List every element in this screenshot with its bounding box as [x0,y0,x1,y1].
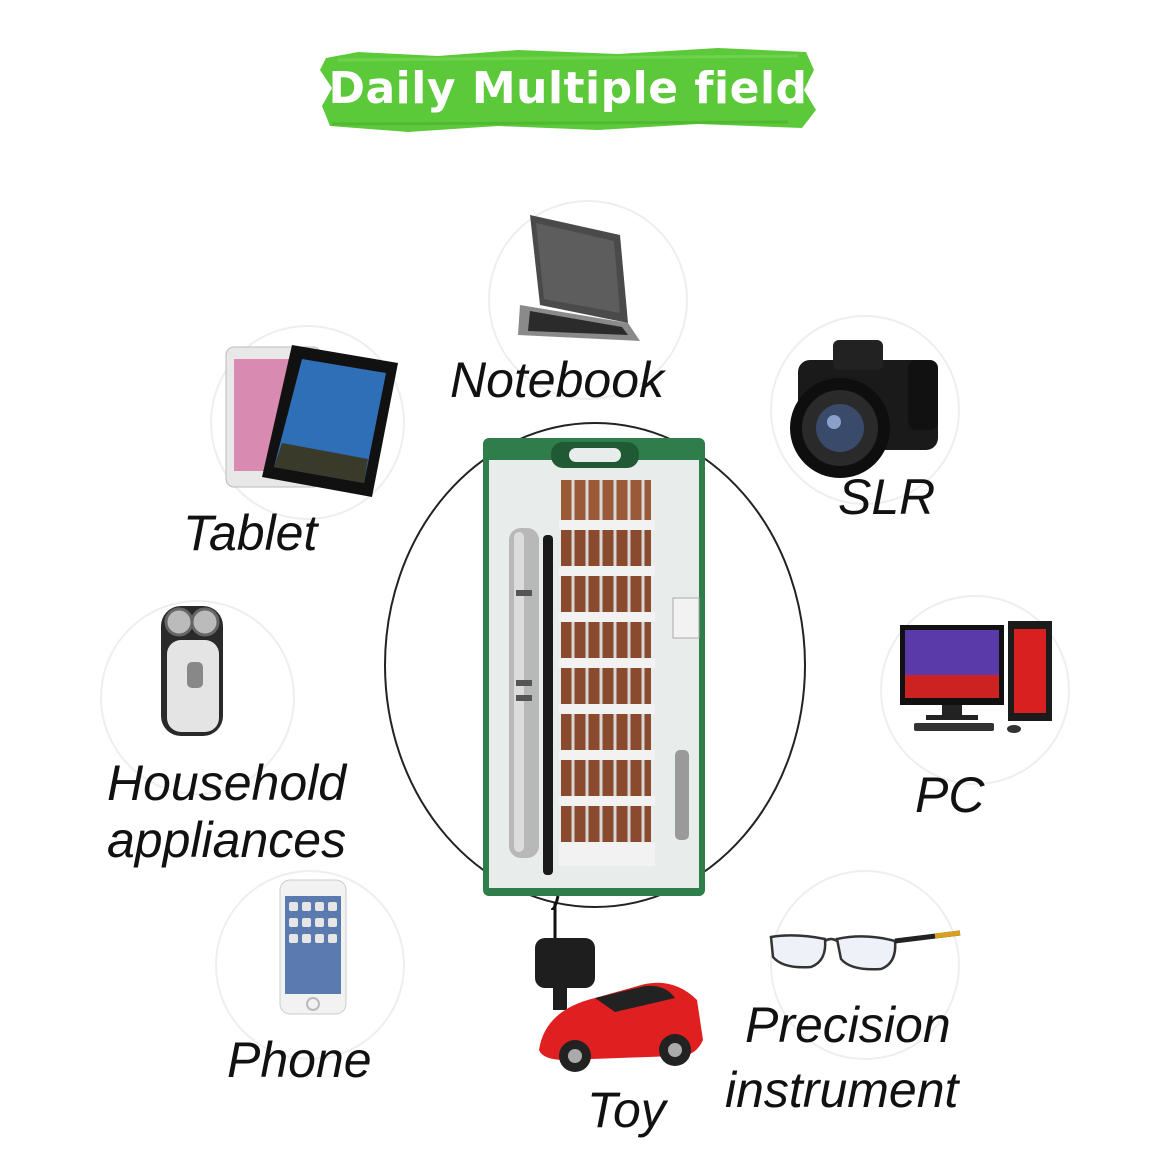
label-slr: SLR [838,469,936,525]
ring-phone [215,870,405,1060]
glasses-icon [765,925,965,985]
ring-household [100,600,295,795]
tablet-icon [222,335,402,500]
camera-icon [778,330,943,480]
smartphone-icon [278,878,348,1016]
ring-pc [880,595,1070,785]
desktop-pc-icon [896,615,1056,740]
label-precision-line2: instrument [725,1062,959,1118]
label-tablet: Tablet [183,505,318,561]
label-notebook: Notebook [450,352,665,408]
label-phone: Phone [227,1032,372,1088]
rc-car-icon [525,900,715,1075]
ring-precision [770,870,960,1060]
product-frame [383,420,808,910]
label-household-line1: Household [107,755,347,811]
label-toy: Toy [587,1082,666,1138]
shaver-icon [155,600,235,745]
ring-tablet [210,325,405,520]
ring-slr [770,315,960,505]
bit-rows [561,480,651,842]
screwdriver-kit-icon [384,422,806,910]
banner-title: Daily Multiple field [328,62,808,114]
label-precision-line1: Precision [745,997,951,1053]
brush-stroke-background [320,48,816,132]
laptop-icon [510,205,650,345]
ring-notebook [488,200,688,400]
label-household-line2: appliances [107,812,347,868]
label-pc: PC [915,767,985,823]
title-banner: Daily Multiple field [318,40,818,136]
